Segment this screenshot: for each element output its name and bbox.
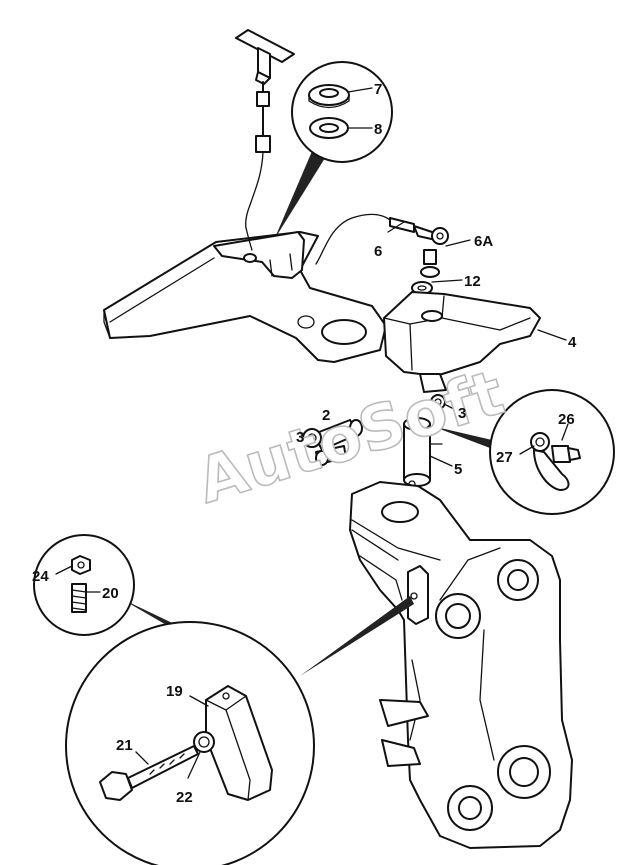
callout-6: 6 bbox=[374, 243, 382, 260]
callout-19: 19 bbox=[166, 683, 183, 700]
callout-6a: 6A bbox=[474, 233, 493, 250]
watermark: AutoSoft bbox=[188, 354, 513, 518]
callout-20: 20 bbox=[102, 585, 119, 602]
callout-5: 5 bbox=[454, 461, 462, 478]
boom-frame-plate bbox=[103, 227, 387, 363]
callout-26: 26 bbox=[558, 411, 575, 428]
fitting-detail-circle bbox=[432, 389, 615, 515]
clamp-detail-circle bbox=[65, 596, 414, 865]
seal-detail-circle bbox=[274, 61, 393, 240]
callout-24: 24 bbox=[32, 568, 49, 585]
callout-22: 22 bbox=[176, 789, 193, 806]
bracket-part-4 bbox=[383, 291, 541, 393]
callout-27: 27 bbox=[496, 449, 513, 466]
callout-2: 2 bbox=[322, 407, 330, 424]
callout-7: 7 bbox=[374, 81, 382, 98]
callout-12: 12 bbox=[464, 273, 481, 290]
main-arm-casting bbox=[349, 481, 573, 849]
leader-lines bbox=[55, 87, 569, 779]
callout-21: 21 bbox=[116, 737, 133, 754]
pin-and-bushing-parts bbox=[302, 394, 446, 488]
callout-3-upper: 3 bbox=[458, 405, 466, 422]
grease-gun-tool bbox=[235, 29, 295, 229]
callout-4: 4 bbox=[568, 334, 577, 351]
callout-labels: 7 8 6 6A 12 4 3 2 3 5 26 27 24 20 19 21 … bbox=[32, 81, 577, 806]
callout-8: 8 bbox=[374, 121, 382, 138]
watermark-text: AutoSoft bbox=[189, 355, 513, 517]
callout-3-lower: 3 bbox=[296, 429, 304, 446]
hose-assembly bbox=[315, 213, 449, 295]
